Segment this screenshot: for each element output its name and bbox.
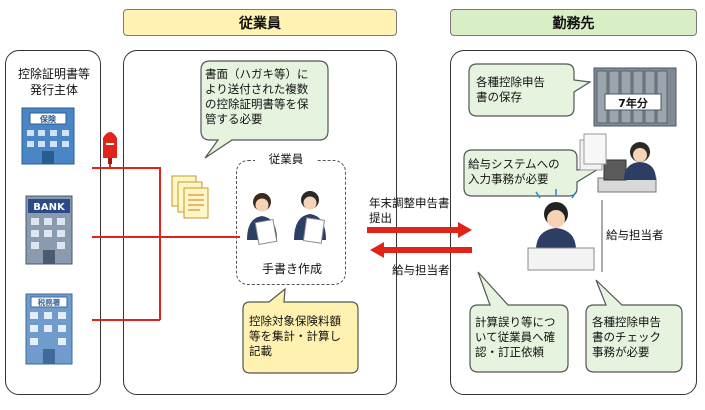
- handwriting-label: 手書き作成: [261, 262, 322, 276]
- bank-building-icon: [25, 195, 73, 265]
- employee-woman-icon: [247, 193, 278, 245]
- issuer-title: 控除証明書等 発行主体: [17, 67, 90, 97]
- employee-man-icon: [294, 191, 326, 244]
- callout-check-shape: [585, 279, 683, 373]
- employee-header: 従業員: [123, 9, 397, 36]
- insurance-building-icon: [21, 107, 75, 165]
- callout-check-text: 各種控除申告 書のチェック 事務が必要: [592, 315, 661, 359]
- employer-header: 勤務先: [450, 9, 697, 36]
- mailbox-icon: [103, 132, 117, 164]
- computer-worker-icon: [579, 133, 657, 193]
- issuer-connectors: [92, 160, 240, 321]
- employee-group-label: 従業員: [255, 152, 317, 167]
- submit-label: 年末調整申告書 提出: [369, 196, 450, 225]
- tax-office-building-label: 税務署: [38, 297, 61, 307]
- return-arrow: [370, 242, 472, 258]
- submit-arrow: [367, 222, 472, 238]
- callout-error-shape: [469, 271, 569, 373]
- return-label: 給与担当者: [392, 263, 450, 277]
- payroll-staff-label: 給与担当者: [606, 228, 664, 242]
- callout-storage-shape: [468, 63, 592, 117]
- callout-input-text: 給与システムへの 入力事務が必要: [468, 157, 560, 186]
- callout-error-text: 計算誤り等につ いて従業員へ確 認・訂正依頼: [475, 315, 556, 359]
- callout-documents-shape: [200, 60, 329, 159]
- bank-building-label: BANK: [33, 202, 66, 213]
- binders-icon: [593, 67, 677, 127]
- insurance-building-label: 保険: [39, 114, 57, 124]
- binder-label: 7年分: [618, 97, 648, 110]
- documents-icon: [171, 175, 209, 219]
- callout-documents-text: 書面（ハガキ等）に より送付された複数 の控除証明書等を保 管する必要: [205, 67, 309, 126]
- tax-office-building-icon: [25, 293, 73, 365]
- callout-calc-text: 控除対象保険料額 等を集計・計算し 記載: [249, 314, 341, 358]
- callout-input-shape: [463, 149, 601, 197]
- callout-storage-text: 各種控除申告 書の保存: [476, 75, 545, 104]
- callout-calc-shape: [242, 287, 359, 374]
- payroll-staff-icon: [527, 189, 595, 271]
